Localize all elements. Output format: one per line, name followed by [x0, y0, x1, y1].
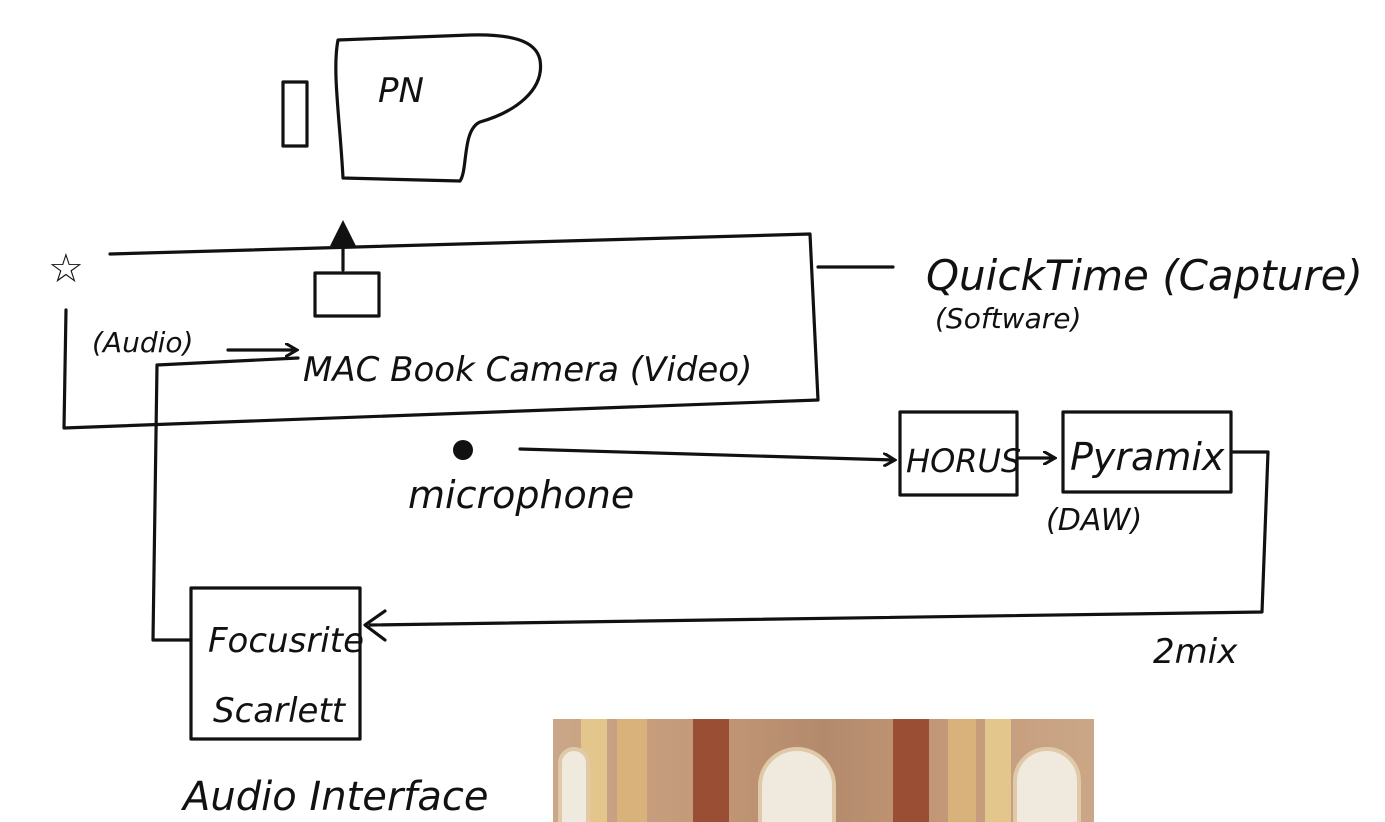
- camera-arrowhead: [330, 220, 356, 246]
- microphone-label: microphone: [408, 473, 634, 517]
- focusrite-label-line2: Scarlett: [213, 691, 347, 731]
- star-icon: ☆: [48, 246, 84, 292]
- hall-photo: [553, 719, 1094, 822]
- piano-label: PN: [378, 71, 424, 111]
- camera-box: [313, 271, 381, 318]
- mix-label: 2mix: [1153, 632, 1238, 672]
- mix-return-line: [368, 450, 1270, 627]
- horus-label: HORUS: [906, 442, 1021, 480]
- capture-loop: [62, 232, 820, 430]
- camera-label: MAC Book Camera (Video): [303, 350, 752, 390]
- focusrite-box: [189, 586, 362, 741]
- pyramix-label: Pyramix: [1070, 435, 1225, 479]
- interface-label: Audio Interface: [180, 774, 489, 820]
- interface-to-camera-line: [151, 356, 300, 642]
- quicktime-label: QuickTime (Capture): [926, 251, 1363, 300]
- piano-outline: [334, 33, 543, 183]
- microphone-icon: [453, 440, 473, 460]
- horus-box: [898, 410, 1019, 497]
- focusrite-label-line1: Focusrite: [208, 621, 364, 661]
- software-label: (Software): [935, 302, 1081, 335]
- mix-return-arrowhead: [363, 609, 387, 642]
- pyramix-box: [1061, 410, 1233, 494]
- piano-bench: [281, 80, 309, 148]
- mic-to-horus-arrow: [518, 447, 893, 460]
- audio-label: (Audio): [92, 326, 193, 359]
- daw-label: (DAW): [1046, 503, 1142, 538]
